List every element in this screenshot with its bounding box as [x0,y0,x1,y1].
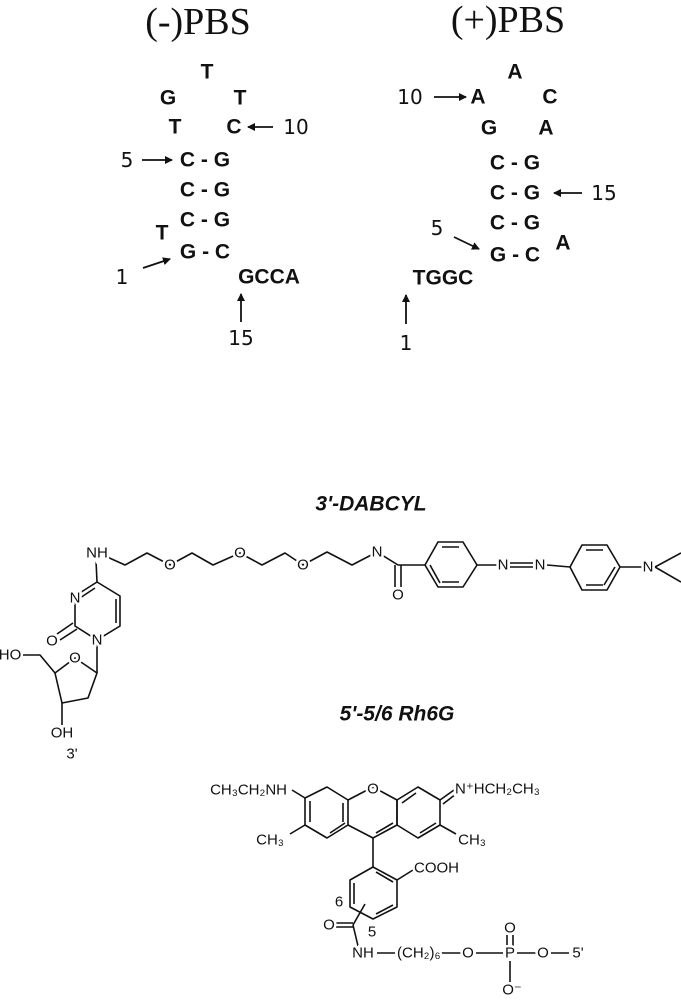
bulge-base: T [156,222,169,245]
arrow-icon [453,236,480,250]
position-label: 6 [335,894,343,911]
position-label: 5 [121,148,134,172]
atom-label: 3' [66,746,77,763]
atom-label: HO [0,647,21,664]
position-label: 10 [283,115,308,139]
atom-label: O [323,917,335,934]
stem-pair: C - G [490,152,540,175]
minus-pbs-title: (-)PBS [145,1,251,43]
atom-label: CH₃CH₂NH [210,782,287,799]
atom-label: NH [86,545,108,562]
atom-label: P [505,945,515,962]
atom-label: OH [51,725,74,742]
atom-label: O [234,545,246,562]
bonds [22,541,681,726]
atom-label: NH [352,945,374,962]
position-label: 1 [116,265,129,289]
atom-label: N [92,632,103,649]
loop-base: A [507,61,522,84]
stem-pair: G - C [490,244,540,267]
atom-label: N⁺HCH₂CH₃ [455,781,540,798]
position-label: 15 [591,181,616,205]
stem-pair: C - G [180,209,230,232]
bulge-base: A [555,232,570,255]
position-label: 10 [397,85,422,109]
atom-label: O [297,557,309,574]
stem-pair: C - G [490,182,540,205]
position-label: 5 [368,924,376,941]
loop-base: T [169,116,182,139]
loop-base: G [481,117,497,140]
atom-label: N [643,559,654,576]
dabcyl-structure: 3'-DABCYL NH O O O N [0,493,681,765]
loop-base: G [160,87,176,110]
position-label: 15 [228,326,253,350]
stem-pair: C - G [490,212,540,235]
bonds [289,786,569,982]
atom-label: O [164,557,176,574]
position-label: 1 [400,331,413,355]
stem-pair: C - G [180,179,230,202]
atom-label: N [498,557,509,574]
arrow-icon [142,257,171,269]
tail-sequence: TGGC [413,267,474,290]
tail-sequence: GCCA [238,266,300,289]
stem-pair: G - C [180,241,230,264]
plus-pbs-hairpin: (+)PBS A 10 A C G A C - G C - G 15 C - G… [397,0,616,355]
plus-pbs-title: (+)PBS [451,0,565,41]
atom-label: COOH [414,860,459,877]
loop-base: T [201,61,214,84]
atom-label: CH₃ [256,832,284,849]
loop-base: T [234,87,247,110]
atom-label: O⁻ [502,982,522,999]
atom-label: O [367,781,379,798]
atom-label: N [372,544,383,561]
loop-base: A [538,117,553,140]
stem-pair: C - G [180,149,230,172]
atom-label: O [69,650,81,667]
rh6g-title: 5'-5/6 Rh6G [340,703,455,726]
atom-label: N [535,557,546,574]
loop-base: A [470,86,485,109]
loop-base: C [542,86,557,109]
atom-label: O [462,945,474,962]
atom-label: (CH₂)₆ [397,945,441,962]
position-label: 5 [431,216,444,240]
loop-base: C [226,116,241,139]
atom-label: O [46,633,58,650]
atom-label: 5' [572,945,583,962]
atom-label: CH₃ [458,832,486,849]
atom-label: O [392,587,404,604]
minus-pbs-hairpin: (-)PBS T G T T C 10 5 C - G C - G C - G … [116,1,309,350]
atom-label: O [537,945,549,962]
rh6g-structure: 5'-5/6 Rh6G [208,703,587,1000]
dabcyl-title: 3'-DABCYL [315,493,426,516]
atom-label: N [70,590,81,607]
atom-label: O [504,920,516,937]
